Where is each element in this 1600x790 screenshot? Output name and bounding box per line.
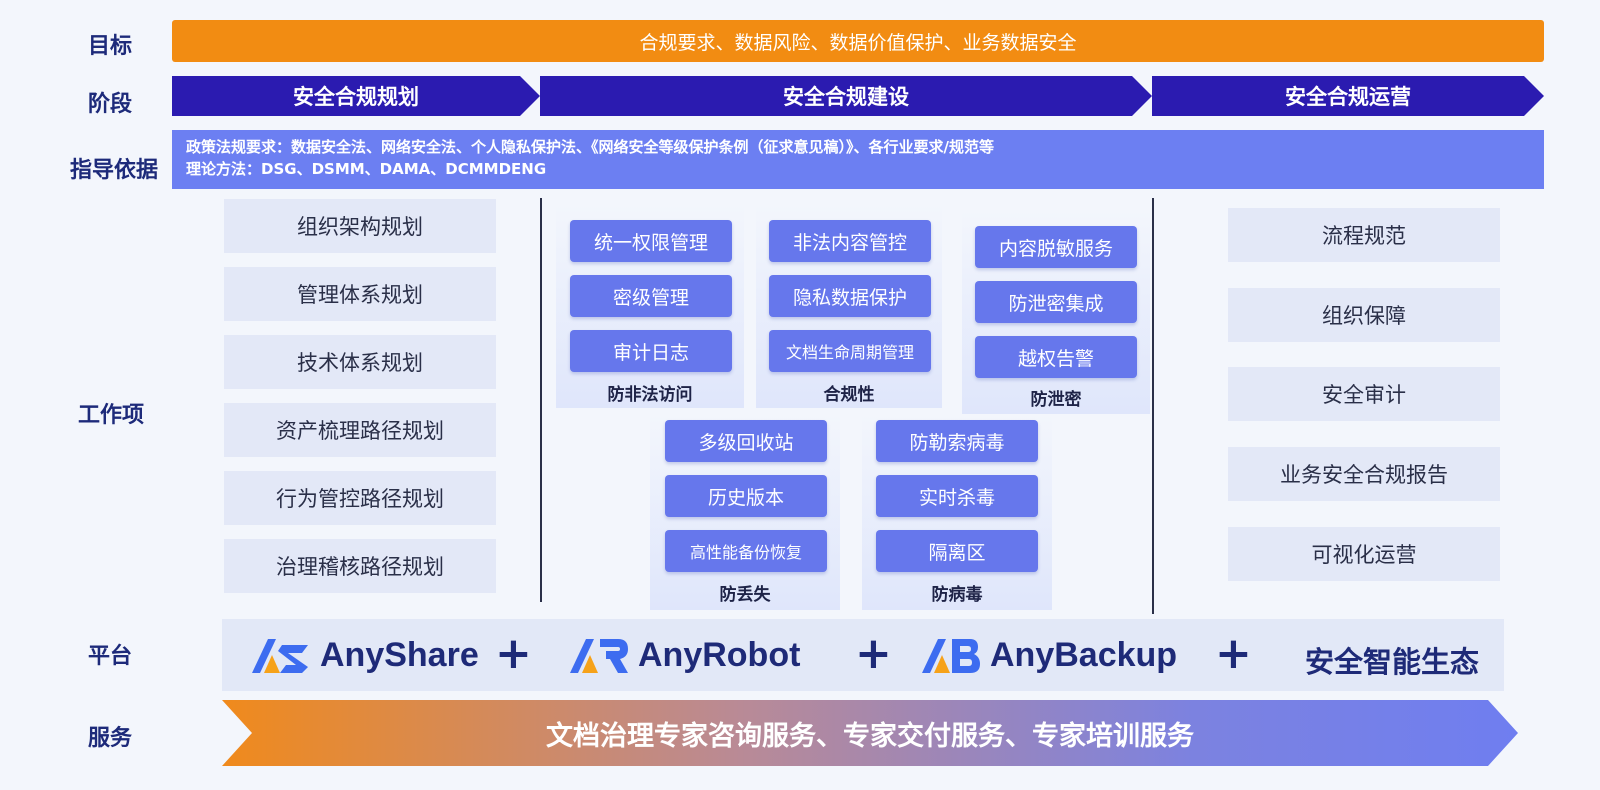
brand-label: AnyBackup <box>990 636 1178 674</box>
row-label-work: 工作项 <box>78 403 145 428</box>
planning-item: 治理稽核路径规划 <box>224 539 496 593</box>
row-label-goal: 目标 <box>88 34 133 59</box>
planning-item: 行为管控路径规划 <box>224 471 496 525</box>
guide-policy-line: 政策法规要求：数据安全法、网络安全法、个人隐私保护法、《网络安全等级保护条例（征… <box>186 138 994 156</box>
planning-item: 管理体系规划 <box>224 267 496 321</box>
brand-anyrobot: AnyRobot <box>568 636 800 675</box>
chip-unified-permission: 统一权限管理 <box>570 220 732 262</box>
chip-backup-restore: 高性能备份恢复 <box>665 530 827 572</box>
guide-bar: 政策法规要求：数据安全法、网络安全法、个人隐私保护法、《网络安全等级保护条例（征… <box>172 130 1544 189</box>
operation-item: 业务安全合规报告 <box>1228 447 1500 501</box>
plus-sign: + <box>855 628 892 679</box>
chip-quarantine: 隔离区 <box>876 530 1038 572</box>
operation-item: 流程规范 <box>1228 208 1500 262</box>
stage-operation: 安全合规运营 <box>1152 76 1544 116</box>
planning-item: 资产梳理路径规划 <box>224 403 496 457</box>
chip-audit-log: 审计日志 <box>570 330 732 372</box>
chip-anti-ransomware: 防勒索病毒 <box>876 420 1038 462</box>
chip-version-history: 历史版本 <box>665 475 827 517</box>
divider-right <box>1152 198 1154 614</box>
chip-classification: 密级管理 <box>570 275 732 317</box>
row-label-service: 服务 <box>88 726 133 751</box>
group-title: 防丢失 <box>719 585 771 605</box>
group-title: 防病毒 <box>931 585 983 605</box>
chip-desensitization: 内容脱敏服务 <box>975 226 1137 268</box>
plus-sign: + <box>495 628 532 679</box>
chip-lifecycle: 文档生命周期管理 <box>769 330 931 372</box>
group-title: 合规性 <box>823 385 875 405</box>
group-title: 防泄密 <box>1030 390 1082 410</box>
brand-label: AnyRobot <box>638 636 801 674</box>
goal-bar: 合规要求、数据风险、数据价值保护、业务数据安全 <box>172 20 1544 62</box>
chip-illegal-content: 非法内容管控 <box>769 220 931 262</box>
chip-recycle-bin: 多级回收站 <box>665 420 827 462</box>
anybackup-logo-icon <box>922 638 980 673</box>
row-label-stage: 阶段 <box>88 92 133 117</box>
group-title: 防非法访问 <box>607 385 693 405</box>
chip-realtime-antivirus: 实时杀毒 <box>876 475 1038 517</box>
chip-privacy-protection: 隐私数据保护 <box>769 275 931 317</box>
planning-item: 组织架构规划 <box>224 199 496 253</box>
service-banner: 文档治理专家咨询服务、专家交付服务、专家培训服务 <box>222 700 1518 766</box>
platform-bar <box>222 619 1504 691</box>
operation-item: 安全审计 <box>1228 367 1500 421</box>
chip-dlp-integration: 防泄密集成 <box>975 281 1137 323</box>
row-label-platform: 平台 <box>88 644 133 669</box>
anyrobot-logo-icon <box>570 638 628 673</box>
brand-label: AnyShare <box>320 636 479 674</box>
planning-item: 技术体系规划 <box>224 335 496 389</box>
divider-left <box>540 198 542 602</box>
guide-theory-line: 理论方法：DSG、DSMM、DAMA、DCMMDENG <box>186 160 547 178</box>
brand-anyshare: AnyShare <box>250 636 479 675</box>
security-ecosystem-label: 安全智能生态 <box>1305 645 1480 679</box>
stage-construction: 安全合规建设 <box>540 76 1152 116</box>
plus-sign: + <box>1215 628 1252 679</box>
stage-planning: 安全合规规划 <box>172 76 540 116</box>
anyshare-logo-icon <box>252 638 308 673</box>
row-label-guide: 指导依据 <box>70 158 159 183</box>
brand-anybackup: AnyBackup <box>920 636 1177 675</box>
operation-item: 可视化运营 <box>1228 527 1500 581</box>
chip-overreach-alert: 越权告警 <box>975 336 1137 378</box>
operation-item: 组织保障 <box>1228 288 1500 342</box>
